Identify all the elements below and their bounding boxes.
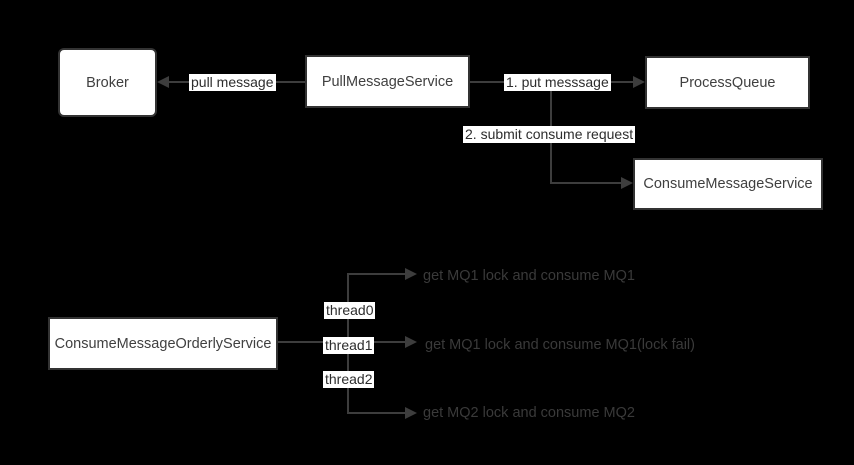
edge-label-put-message: 1. put messsage [504, 74, 611, 91]
node-consume-message-service-label: ConsumeMessageService [643, 176, 813, 192]
node-consume-message-orderly-service: ConsumeMessageOrderlyService [48, 317, 278, 370]
edge-label-thread1: thread1 [323, 337, 375, 354]
node-process-queue: ProcessQueue [645, 56, 810, 109]
edge-label-pull-message: pull message [189, 74, 276, 91]
edge-line-thread1 [347, 341, 405, 343]
edge-label-thread2: thread2 [323, 371, 375, 388]
arrowhead-thread0-icon [405, 268, 417, 280]
edge-line-submit-consume-horizontal [550, 182, 621, 184]
node-broker-label: Broker [86, 74, 129, 91]
edge-label-submit-consume-request: 2. submit consume request [463, 126, 636, 143]
arrowhead-pull-message-icon [157, 76, 169, 88]
node-pull-message-service: PullMessageService [305, 55, 470, 108]
annotation-mq2-consume: get MQ2 lock and consume MQ2 [423, 405, 635, 421]
edge-line-thread2 [347, 412, 405, 414]
annotation-mq1-lock-fail: get MQ1 lock and consume MQ1(lock fail) [425, 337, 695, 353]
edge-label-thread0: thread0 [324, 302, 376, 319]
node-pull-message-service-label: PullMessageService [321, 73, 454, 90]
edge-line-thread0 [347, 273, 405, 275]
node-consume-message-orderly-service-label: ConsumeMessageOrderlyService [54, 335, 272, 352]
annotation-mq1-consume: get MQ1 lock and consume MQ1 [423, 268, 635, 284]
arrowhead-thread2-icon [405, 407, 417, 419]
node-process-queue-label: ProcessQueue [679, 74, 776, 91]
arrowhead-thread1-icon [405, 336, 417, 348]
node-consume-message-service: ConsumeMessageService [633, 158, 823, 210]
arrowhead-put-message-icon [633, 76, 645, 88]
edge-line-orderly-stem [278, 341, 348, 343]
node-broker: Broker [58, 48, 157, 117]
arrowhead-submit-consume-icon [621, 177, 633, 189]
